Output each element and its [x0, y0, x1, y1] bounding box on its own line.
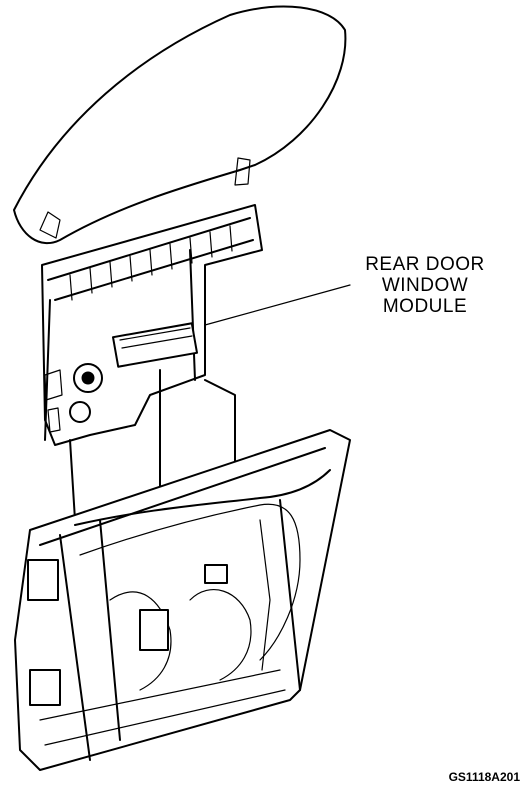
figure-code: GS1118A201	[448, 770, 520, 784]
callout-leader-line	[204, 284, 351, 326]
callout-label-line-2: WINDOW	[381, 275, 469, 296]
door-inner-panel	[14, 429, 351, 771]
callout-label-line-1: REAR DOOR	[365, 254, 485, 275]
window-module	[41, 204, 263, 521]
callout-label-line-3: MODULE	[382, 296, 468, 317]
window-glass	[13, 5, 347, 245]
